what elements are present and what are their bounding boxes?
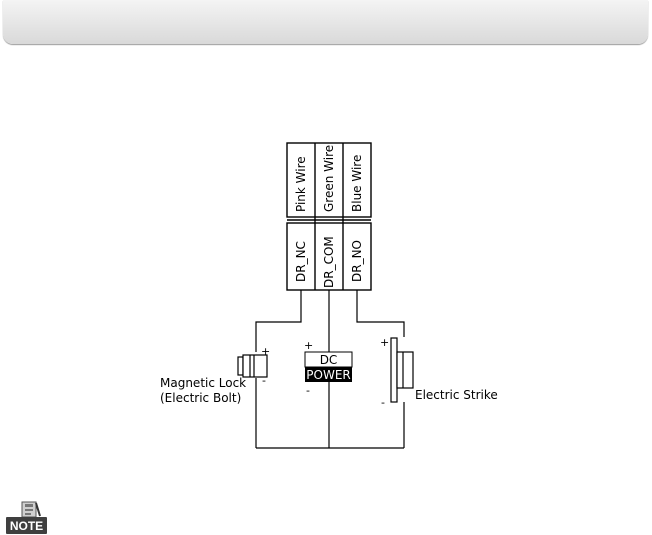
dc-power-bottom-label: POWER xyxy=(306,368,350,382)
magnetic-lock-plus: + xyxy=(261,345,270,358)
wire-label-blue: Blue Wire xyxy=(350,155,364,212)
terminal-label-dr-nc: DR_NC xyxy=(294,241,308,282)
magnetic-lock-label: Magnetic Lock xyxy=(160,376,246,390)
wire-label-pink: Pink Wire xyxy=(294,156,308,212)
dc-power-minus: - xyxy=(306,384,310,397)
terminal-label-dr-com: DR_COM xyxy=(322,236,336,288)
dc-power-plus: + xyxy=(304,339,313,352)
dc-power-symbol xyxy=(304,351,353,382)
note-label: NOTE xyxy=(10,519,43,533)
magnetic-lock-minus: - xyxy=(262,374,266,387)
electric-strike-label: Electric Strike xyxy=(415,388,498,402)
electric-strike-minus: - xyxy=(381,396,385,409)
wiring-diagram: Pink Wire Green Wire Blue Wire DR_NC DR_… xyxy=(160,142,498,449)
electric-strike-plus: + xyxy=(380,336,389,349)
wire-label-green: Green Wire xyxy=(322,145,336,212)
dc-power-top-label: DC xyxy=(320,353,338,367)
terminal-label-dr-no: DR_NO xyxy=(350,240,364,282)
electric-strike-symbol xyxy=(390,337,414,403)
electric-bolt-label: (Electric Bolt) xyxy=(160,391,241,405)
magnetic-lock-symbol xyxy=(237,354,268,378)
wiring-lines xyxy=(255,290,405,449)
connector-block xyxy=(286,142,372,291)
header-bar xyxy=(3,0,648,44)
note-icon: NOTE xyxy=(6,501,47,534)
note-icon-pencil xyxy=(21,501,41,518)
